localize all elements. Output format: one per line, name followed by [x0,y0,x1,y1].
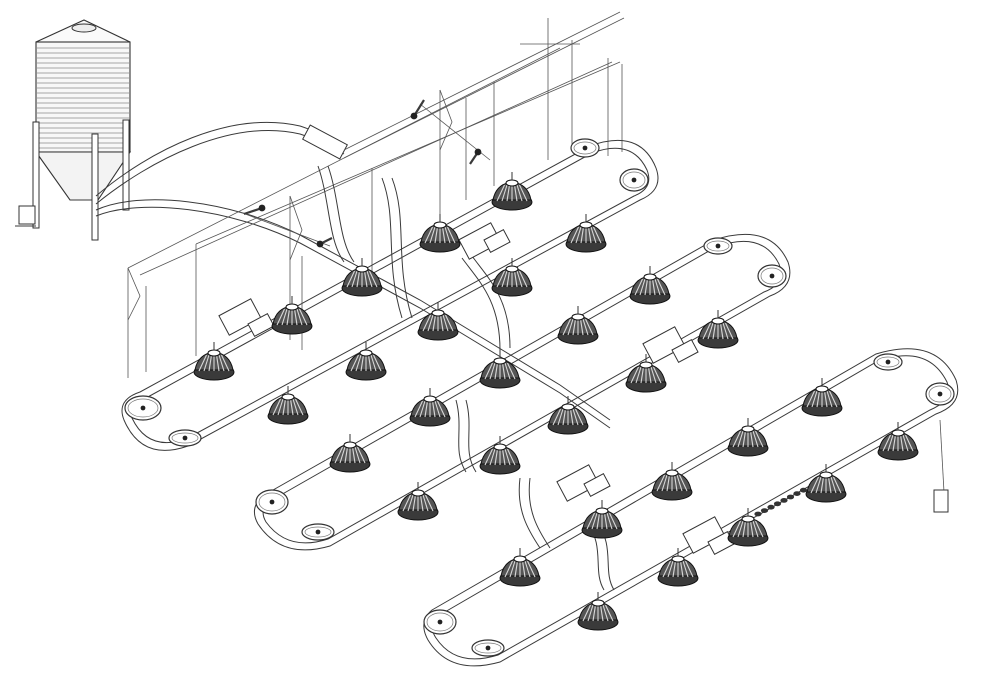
feeder-pan [727,418,769,457]
feeder-pan [805,464,847,503]
winch-handle [316,237,333,248]
feeder-pan [479,350,521,389]
feeder-pan [479,436,521,475]
chain-link [793,491,801,496]
corner-wheels [124,138,955,657]
feeder-pan [419,214,461,253]
feeder-pan [271,296,313,335]
feeder-pan [499,548,541,587]
chain-link [767,504,775,510]
chain-link [786,494,795,500]
feed-loop-2 [253,233,791,551]
corner-wheel [925,382,955,406]
feed-loop-1 [121,139,659,451]
winch-rigging [127,18,623,378]
drop-tubes [317,165,615,591]
feeder-pan [345,342,387,381]
drive-motor-loop-2 [642,326,699,364]
feeder-pan [801,378,843,417]
winch-handle [243,204,266,216]
chain-link [799,487,808,493]
feeder-pan [341,258,383,297]
feeder-pan [267,386,309,425]
feeder-pan [557,306,599,345]
feeder-pan [491,258,533,297]
corner-wheel [124,395,162,421]
feeder-pan [727,508,769,547]
corner-wheel [168,429,202,447]
chain-link [780,498,788,503]
auger-chain-segment [754,487,808,517]
corner-wheel [757,264,787,288]
chain-link [754,511,762,517]
corner-wheel [255,489,289,515]
feeder-pan [409,388,451,427]
feeder-pan [193,342,235,381]
winch-handles [243,99,482,248]
drive-motor-supply [458,222,611,502]
feeder-pans [193,172,919,631]
drive-motor-loop-1 [218,298,275,338]
feeder-pan [491,172,533,211]
feeder-pan [577,592,619,631]
feed-sensor [933,419,949,513]
feed-silo [15,19,132,241]
feeder-pan [329,434,371,473]
winch-handle [469,148,482,165]
corner-wheel [570,138,600,158]
chain-link [760,508,769,513]
feeder-pan [651,462,693,501]
feeder-pan [397,482,439,521]
feeder-pan [657,548,699,587]
feeder-pan [629,266,671,305]
feeder-pan [547,396,589,435]
corner-wheel [703,237,733,255]
feed-loop-3 [423,348,959,667]
corner-wheel [423,609,457,635]
corner-wheel [873,353,903,371]
corner-wheel [301,523,335,541]
feeder-pan [565,214,607,253]
chain-link [773,501,782,507]
feeder-pan [877,422,919,461]
feeder-pan [417,302,459,341]
drive-motor-loop-3 [682,516,735,556]
feeder-pan [581,500,623,539]
corner-wheel [619,168,649,192]
winch-handle [410,99,425,120]
feeder-pan [697,310,739,349]
corner-wheel [471,639,505,657]
feeder-pan [625,354,667,393]
silo-rings [37,47,129,149]
